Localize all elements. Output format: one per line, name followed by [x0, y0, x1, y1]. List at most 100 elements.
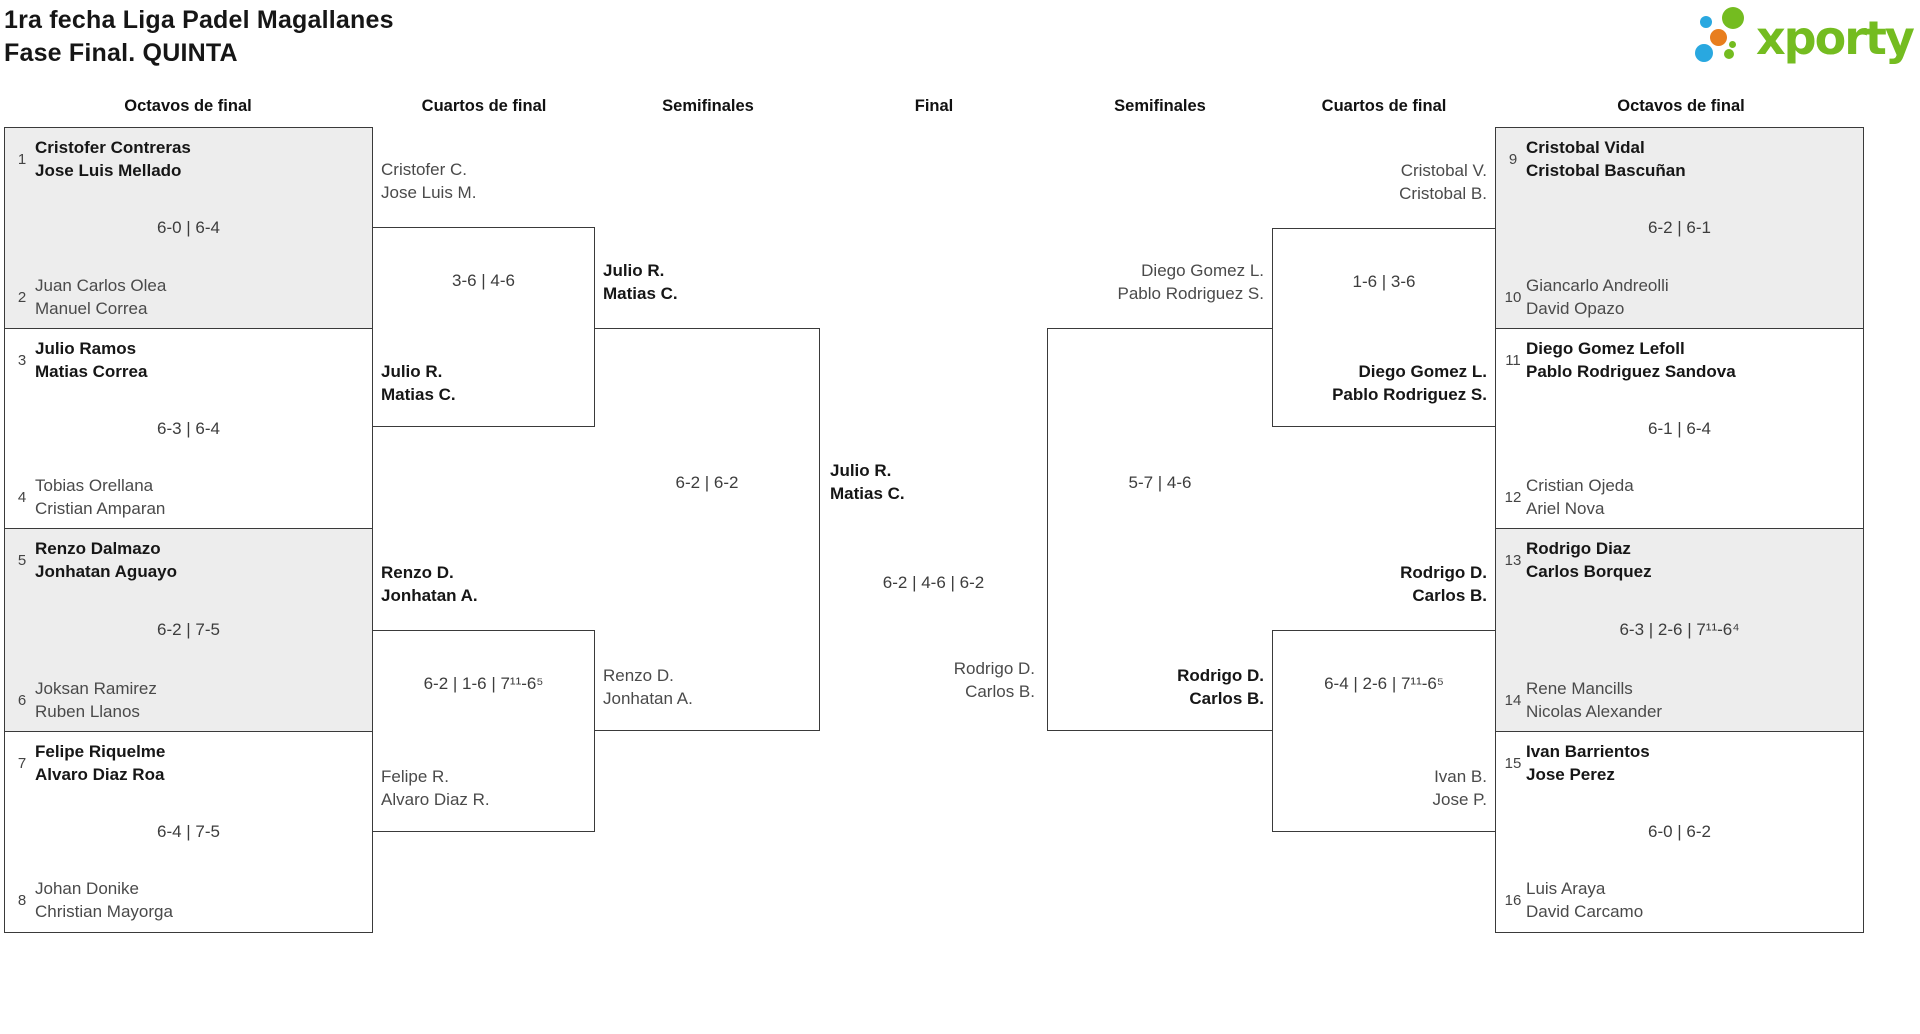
- seed-number: 8: [17, 891, 27, 909]
- logo-dot-icon: [1722, 7, 1744, 29]
- seed-number: 3: [17, 351, 27, 369]
- team-names: Diego Gomez L.Pablo Rodriguez S.: [1332, 362, 1487, 404]
- match-score: 1-6 | 3-6: [1352, 272, 1416, 291]
- team-names: Felipe R.Alvaro Diaz R.: [381, 767, 490, 809]
- logo-dot-icon: [1710, 29, 1727, 46]
- logo-dot-icon: [1700, 16, 1712, 28]
- seed-number: 10: [1504, 288, 1522, 306]
- logo-dot-icon: [1729, 41, 1736, 48]
- match-box-cuartos-right-1: Cristobal V.Cristobal B. 1-6 | 3-6 Diego…: [1272, 161, 1495, 427]
- team-names: Julio R.Matias C.: [603, 261, 678, 303]
- page-title-line1: 1ra fecha Liga Padel Magallanes: [4, 6, 394, 34]
- seed-number: 5: [17, 551, 27, 569]
- match-box-cuartos-right-2: Rodrigo D.Carlos B. 6-4 | 2-6 | 7¹¹-6⁵ I…: [1272, 563, 1495, 832]
- seed-number: 9: [1508, 150, 1518, 168]
- page-title-line2: Fase Final. QUINTA: [4, 39, 238, 67]
- match-score: 6-1 | 6-4: [1647, 418, 1711, 438]
- logo-dot-icon: [1695, 44, 1713, 62]
- round-header-final: Final: [914, 97, 954, 115]
- seed-number: 16: [1504, 891, 1522, 909]
- seed-number: 11: [1505, 351, 1521, 369]
- team-names: Cristofer C.Jose Luis M.: [381, 160, 477, 202]
- match-score: 6-4 | 2-6 | 7¹¹-6⁵: [1324, 674, 1444, 693]
- round-header-semis-left: Semifinales: [662, 97, 754, 115]
- final-score: 6-2 | 4-6 | 6-2: [882, 573, 985, 592]
- round-header-octavos-right: Octavos de final: [1617, 97, 1745, 115]
- final-runnerup-names: Rodrigo D.Carlos B.: [953, 659, 1035, 701]
- match-score: 5-7 | 4-6: [1128, 473, 1192, 492]
- logo-dot-icon: [1724, 49, 1734, 59]
- round-header-semis-right: Semifinales: [1114, 97, 1206, 115]
- match-score: 6-3 | 2-6 | 7¹¹-6⁴: [1619, 620, 1740, 639]
- seed-number: 4: [17, 488, 27, 506]
- team-names: Rodrigo D.Carlos B.: [1177, 666, 1264, 708]
- match-box-cuartos-left-2: Renzo D.Jonhatan A. 6-2 | 1-6 | 7¹¹-6⁵ F…: [373, 563, 595, 832]
- seed-number: 14: [1504, 691, 1522, 709]
- team-names: Cristobal V.Cristobal B.: [1399, 161, 1487, 203]
- xporty-logo: xporty: [1690, 0, 1918, 80]
- match-score: 6-2 | 6-2: [675, 473, 739, 492]
- round-header-octavos-left: Octavos de final: [124, 97, 252, 115]
- seed-number: 6: [17, 691, 27, 709]
- team-names: Renzo D.Jonhatan A.: [381, 563, 478, 605]
- seed-number: 13: [1504, 551, 1522, 569]
- seed-number: 7: [17, 754, 27, 772]
- round-header-cuartos-right: Cuartos de final: [1321, 97, 1447, 115]
- match-score: 6-0 | 6-4: [156, 218, 220, 237]
- seed-number: 15: [1504, 754, 1522, 772]
- final-winner-names: Julio R.Matias C.: [830, 461, 905, 503]
- seed-number: 2: [17, 288, 27, 306]
- logo-wordmark: xporty: [1756, 11, 1915, 65]
- team-names: Rodrigo D.Carlos B.: [1400, 563, 1487, 605]
- match-score: 3-6 | 4-6: [451, 271, 515, 290]
- match-score: 6-3 | 6-4: [156, 418, 220, 438]
- match-box-cuartos-left-1: Cristofer C.Jose Luis M. 3-6 | 4-6 Julio…: [373, 160, 595, 427]
- team-names: Ivan B.Jose P.: [1432, 767, 1487, 809]
- team-names: Julio R.Matias C.: [381, 362, 456, 404]
- team-names: Renzo D.Jonhatan A.: [603, 666, 693, 708]
- page-title: 1ra fecha Liga Padel Magallanes Fase Fin…: [4, 4, 394, 70]
- match-box-semifinal-right: Diego Gomez L.Pablo Rodriguez S. 5-7 | 4…: [1047, 261, 1272, 731]
- match-score: 6-2 | 1-6 | 7¹¹-6⁵: [423, 674, 544, 693]
- match-score: 6-2 | 7-5: [156, 620, 220, 639]
- match-score: 6-0 | 6-2: [1647, 821, 1711, 841]
- round-header-cuartos-left: Cuartos de final: [421, 97, 547, 115]
